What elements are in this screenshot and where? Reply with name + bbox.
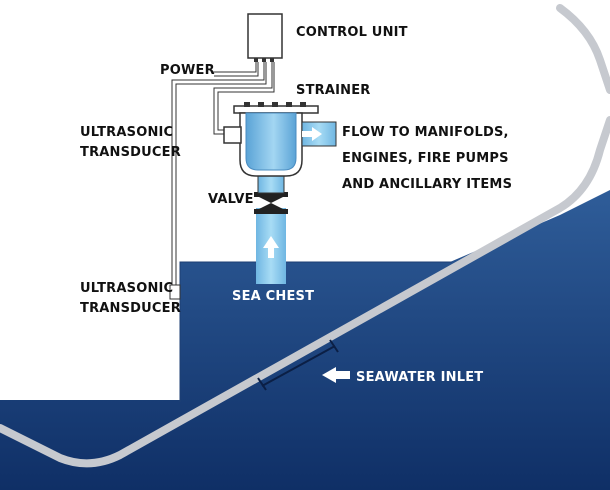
lower-transducer xyxy=(169,284,181,300)
flow-label-line3: AND ANCILLARY ITEMS xyxy=(342,177,512,192)
ultrasonic-transducer-1-line2: TRANSDUCER xyxy=(80,145,181,160)
flow-label-line1: FLOW TO MANIFOLDS, xyxy=(342,125,509,140)
valve-label: VALVE xyxy=(208,192,254,207)
up-arrow-icon xyxy=(263,236,279,258)
flow-label-line2: ENGINES, FIRE PUMPS xyxy=(342,151,509,166)
power-label: POWER xyxy=(160,63,215,78)
valve-icon xyxy=(254,192,288,214)
hull-top-curve xyxy=(556,4,610,94)
sea-chest-label: SEA CHEST xyxy=(232,289,314,304)
ultrasonic-transducer-1-line1: ULTRASONIC xyxy=(80,125,173,140)
inlet-arrow-icon xyxy=(322,367,350,383)
inlet-edge-right xyxy=(329,339,339,353)
control-unit xyxy=(247,13,283,62)
inlet-edge-left xyxy=(257,377,267,391)
seawater-inlet-label: SEAWATER INLET xyxy=(356,370,483,385)
control-unit-label: CONTROL UNIT xyxy=(296,25,408,40)
strainer xyxy=(223,102,337,194)
hull-outline xyxy=(0,116,610,468)
inlet-grille xyxy=(261,345,336,387)
ultrasonic-transducer-2-line2: TRANSDUCER xyxy=(80,301,181,316)
outlet-arrow-icon xyxy=(302,127,322,141)
cables xyxy=(171,62,275,292)
ultrasonic-transducer-2-line1: ULTRASONIC xyxy=(80,281,173,296)
strainer-label: STRAINER xyxy=(296,83,371,98)
sea-chest-box xyxy=(179,261,452,402)
